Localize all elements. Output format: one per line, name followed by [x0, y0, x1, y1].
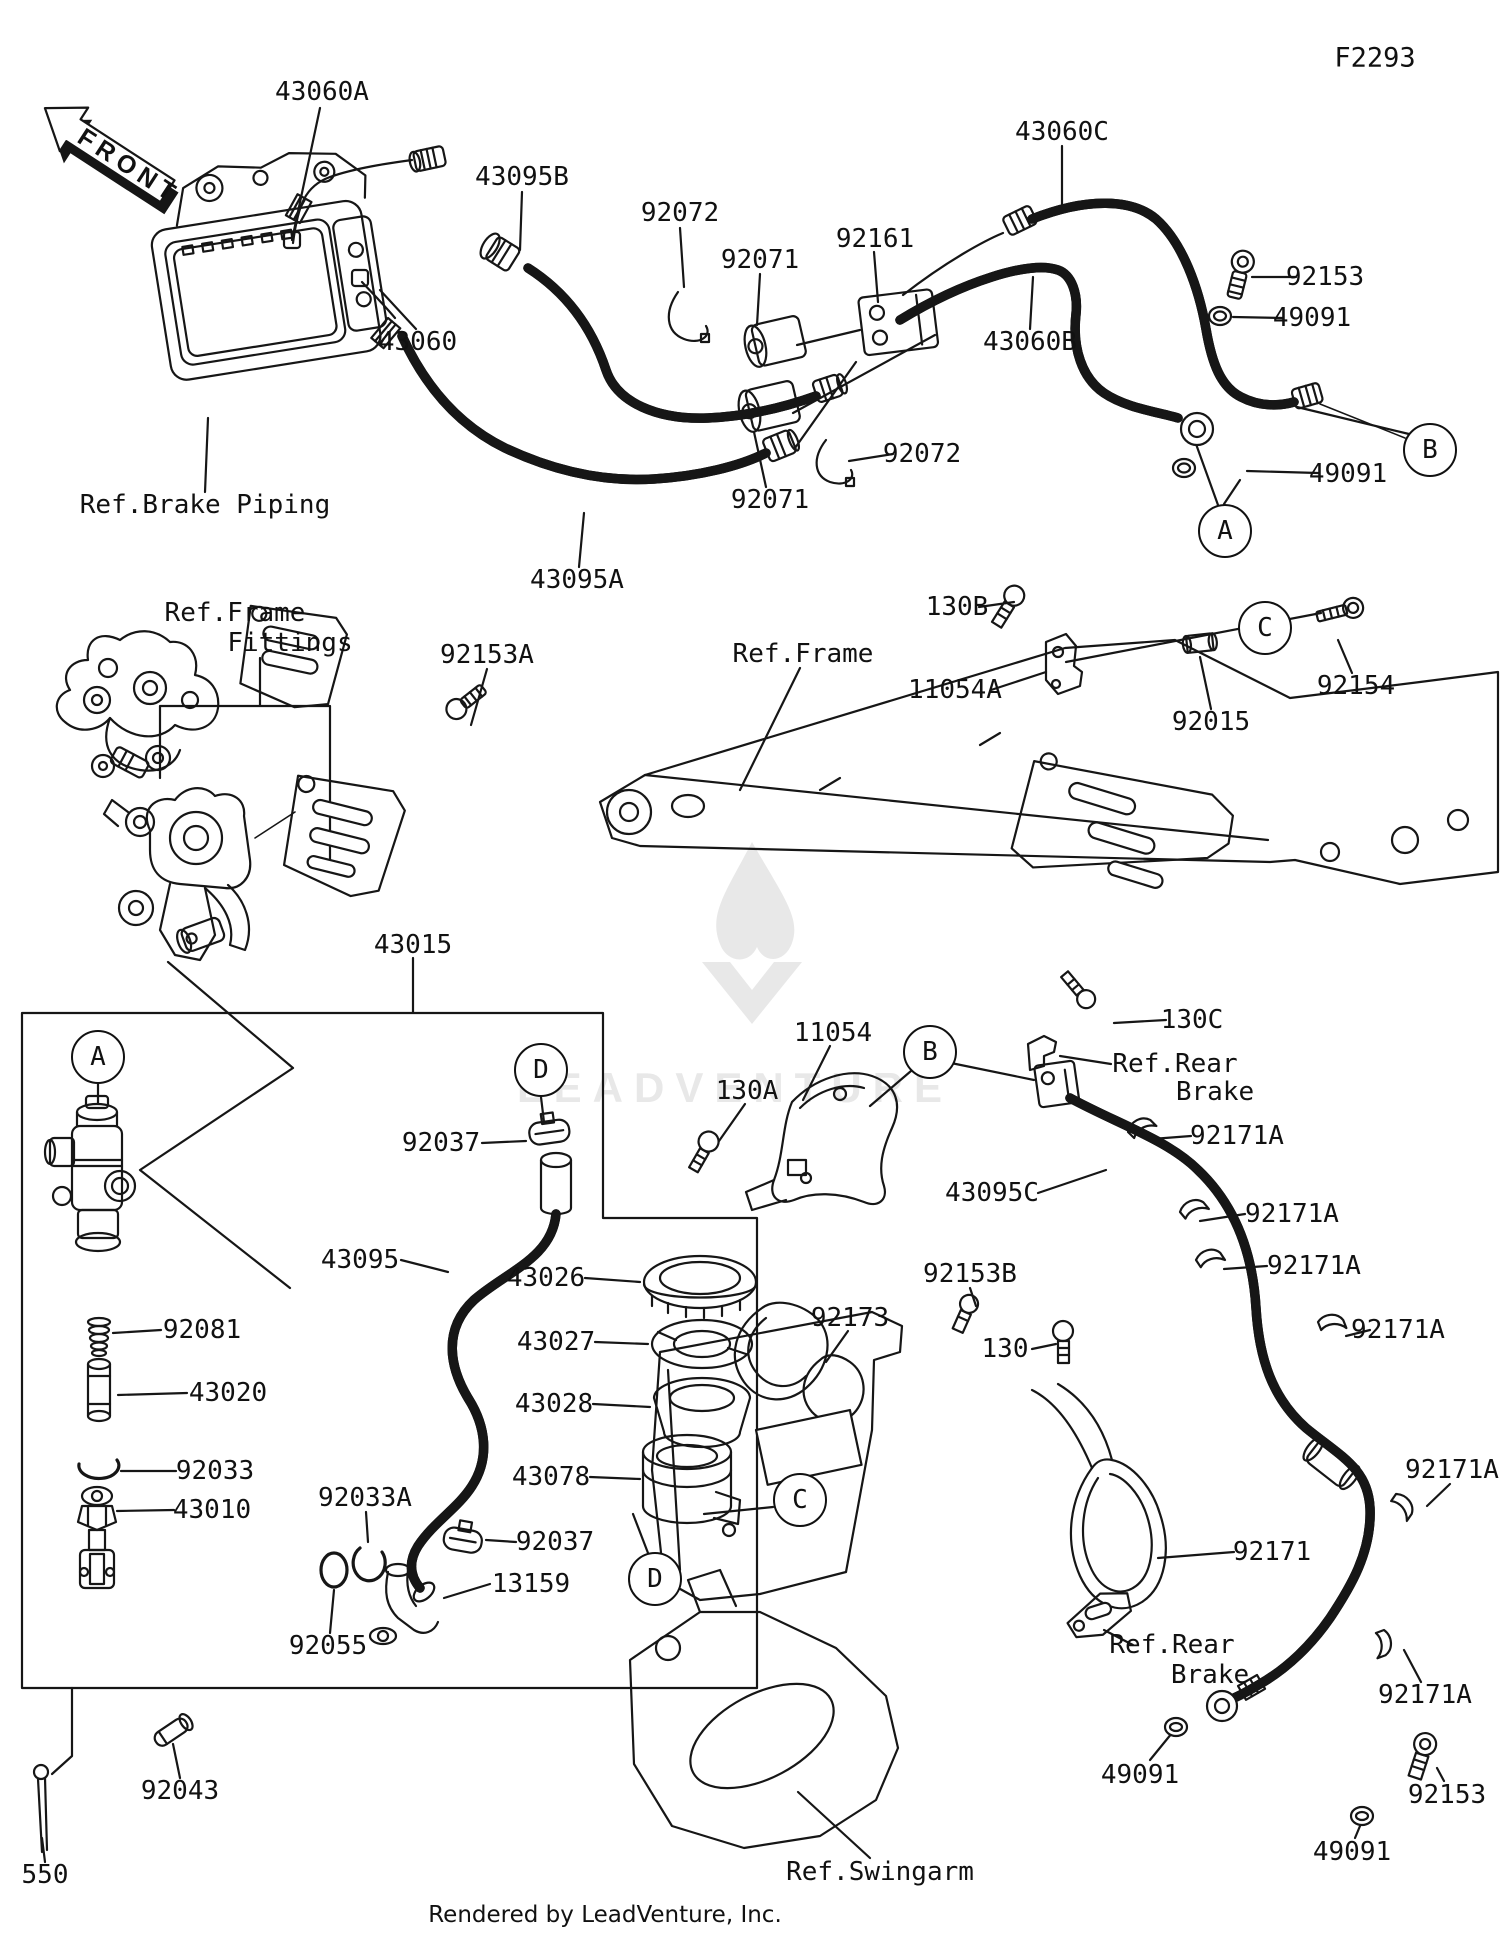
part-label-ref-swingarm: Ref.Swingarm	[786, 1857, 974, 1887]
ref-circle-A-bottom: A	[71, 1030, 125, 1084]
figure-code: F2293	[1334, 42, 1416, 74]
guards-and-clamps	[733, 1293, 1167, 1639]
part-label-ref-rear-brake-2a: Ref.Rear	[1109, 1630, 1235, 1660]
part-label-92071-1: 92071	[720, 245, 800, 275]
part-label-92055: 92055	[288, 1631, 368, 1661]
part-label-130: 130	[981, 1334, 1029, 1364]
part-label-43028: 43028	[514, 1389, 594, 1419]
part-label-92153A: 92153A	[440, 640, 534, 670]
part-label-11054A: 11054A	[908, 675, 1002, 705]
part-label-92015: 92015	[1171, 707, 1251, 737]
part-label-43095C: 43095C	[945, 1178, 1039, 1208]
watermark-text: LEADVENTURE	[516, 1064, 954, 1111]
part-label-92171A-5: 92171A	[1405, 1455, 1499, 1485]
part-label-13159: 13159	[491, 1569, 571, 1599]
part-label-ref-rear-brake-1b: Brake	[1175, 1077, 1255, 1107]
master-cylinder-exploded	[32, 1094, 194, 1854]
part-label-92072-2: 92072	[882, 439, 962, 469]
part-label-92171A-2: 92171A	[1245, 1199, 1339, 1229]
part-label-130B: 130B	[925, 592, 989, 622]
rear-hose-drawing	[1033, 1059, 1438, 1827]
part-label-92153-1: 92153	[1285, 262, 1365, 292]
part-label-130C: 130C	[1160, 1005, 1224, 1035]
reservoir-group-drawing	[319, 1111, 758, 1646]
part-label-92037-1: 92037	[401, 1128, 481, 1158]
part-label-92072-1: 92072	[640, 198, 720, 228]
part-label-43095B: 43095B	[475, 162, 569, 192]
frame-drawing	[598, 638, 1500, 889]
part-label-43060B: 43060B	[983, 327, 1077, 357]
upper-bracket-hardware	[990, 584, 1365, 696]
part-label-49091-2: 49091	[1308, 459, 1388, 489]
part-label-92043: 92043	[140, 1776, 220, 1806]
part-label-43078: 43078	[511, 1462, 591, 1492]
part-label-92171A-3: 92171A	[1267, 1251, 1361, 1281]
part-label-92033A: 92033A	[318, 1483, 412, 1513]
master-cylinder-assembly-small	[102, 774, 406, 962]
rear-brake-clamp-top	[1026, 970, 1097, 1072]
ref-circle-D-bottom: D	[628, 1552, 682, 1606]
part-label-43060: 43060	[378, 327, 458, 357]
ref-circle-C-bottom: C	[773, 1473, 827, 1527]
part-label-92153B: 92153B	[923, 1259, 1017, 1289]
part-label-92037-2: 92037	[515, 1527, 595, 1557]
part-label-43060A: 43060A	[275, 77, 369, 107]
part-label-49091-1: 49091	[1272, 303, 1352, 333]
part-label-ref-frame: Ref.Frame	[732, 639, 874, 669]
brake-pipes-top	[282, 145, 1406, 488]
part-label-49091-3: 49091	[1100, 1760, 1180, 1790]
part-label-92081: 92081	[162, 1315, 242, 1345]
part-label-550: 550	[21, 1860, 69, 1890]
part-label-ref-rear-brake-1a: Ref.Rear	[1112, 1049, 1238, 1079]
part-label-ref-rear-brake-2b: Brake	[1170, 1660, 1250, 1690]
part-label-ref-frame-fittings-2: Fittings	[227, 628, 353, 658]
swingarm-drawing	[628, 1310, 904, 1850]
part-label-92033: 92033	[175, 1456, 255, 1486]
center-bracket-drawing	[687, 1072, 899, 1212]
part-label-ref-frame-fittings-1: Ref.Frame	[164, 598, 306, 628]
leader-lines	[40, 106, 1452, 1864]
part-label-92153-2: 92153	[1407, 1780, 1487, 1810]
part-label-92071-2: 92071	[730, 485, 810, 515]
part-label-49091-4: 49091	[1312, 1837, 1392, 1867]
part-label-ref-brake-piping: Ref.Brake Piping	[79, 490, 331, 520]
ref-circle-B-top: B	[1403, 423, 1457, 477]
part-label-92161: 92161	[835, 224, 915, 254]
part-label-92173: 92173	[810, 1303, 890, 1333]
part-label-43020: 43020	[188, 1378, 268, 1408]
ref-circle-A-top: A	[1198, 504, 1252, 558]
ref-circle-C-top: C	[1238, 601, 1292, 655]
watermark-logo	[702, 842, 802, 1024]
part-label-92171A-1: 92171A	[1190, 1121, 1284, 1151]
ref-circle-B-bottom: B	[903, 1025, 957, 1079]
part-label-92171A-4: 92171A	[1351, 1315, 1445, 1345]
part-label-43010: 43010	[172, 1495, 252, 1525]
part-label-43026: 43026	[506, 1263, 586, 1293]
part-label-11054: 11054	[793, 1018, 873, 1048]
part-label-43060C: 43060C	[1015, 117, 1109, 147]
part-label-92154: 92154	[1316, 671, 1396, 701]
frame-fittings-drawing	[55, 604, 487, 779]
part-label-43095A: 43095A	[530, 565, 624, 595]
part-label-43027: 43027	[516, 1327, 596, 1357]
group-outlines	[20, 656, 759, 1776]
ref-circle-D-top: D	[514, 1043, 568, 1097]
part-label-92171: 92171	[1232, 1537, 1312, 1567]
part-label-43095: 43095	[320, 1245, 400, 1275]
part-label-130A: 130A	[715, 1076, 779, 1106]
part-label-43015: 43015	[373, 930, 453, 960]
abs-module-drawing	[150, 152, 388, 381]
footer-text: Rendered by LeadVenture, Inc.	[428, 1902, 782, 1928]
part-label-92171A-6: 92171A	[1378, 1680, 1472, 1710]
